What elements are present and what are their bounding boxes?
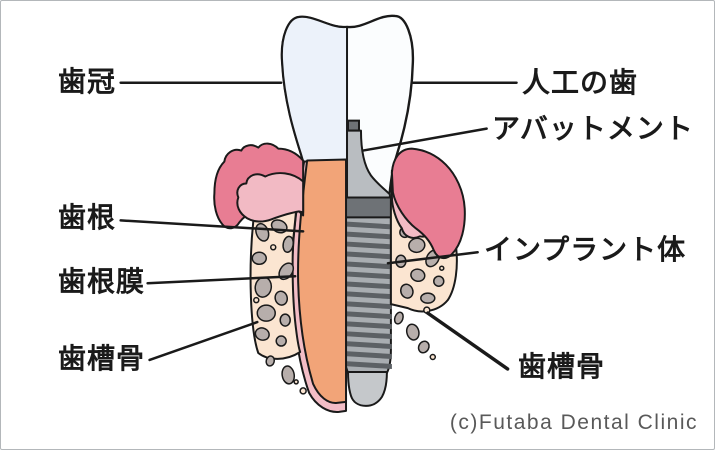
implant-metal-parts <box>342 119 393 407</box>
label-abutment: アバットメント <box>492 113 694 144</box>
bone-fragments-left <box>265 355 307 395</box>
label-alveolar-bone-left: 歯槽骨 <box>58 343 146 374</box>
crown-shape <box>280 14 415 204</box>
abutment-screw-nub <box>347 119 360 132</box>
gum-right <box>390 147 466 260</box>
gum-right-outer <box>390 147 466 260</box>
label-periodontal-membrane: 歯根膜 <box>58 266 146 297</box>
abutment-shape <box>346 129 391 200</box>
label-root: 歯根 <box>58 202 117 233</box>
leader-root <box>119 219 305 233</box>
implant-collar <box>342 196 393 220</box>
gum-left-inner <box>236 172 305 223</box>
gum-left <box>213 142 305 230</box>
label-artificial-tooth: 人工の歯 <box>522 67 639 98</box>
implant-screw-threads <box>343 221 392 369</box>
leader-abutment <box>361 127 488 152</box>
leader-bone-right <box>426 311 510 371</box>
leader-implant-body <box>386 251 479 265</box>
bone-fragments-right <box>393 306 437 361</box>
leader-membrane <box>146 274 297 285</box>
leader-lines <box>119 81 518 371</box>
label-crown: 歯冠 <box>58 66 117 97</box>
label-alveolar-bone-right: 歯槽骨 <box>518 351 606 382</box>
copyright-credit: (c)Futaba Dental Clinic <box>449 411 698 434</box>
label-implant-body: インプラント体 <box>484 234 687 265</box>
implant-tip <box>347 370 388 407</box>
leader-bone-left <box>148 320 259 362</box>
